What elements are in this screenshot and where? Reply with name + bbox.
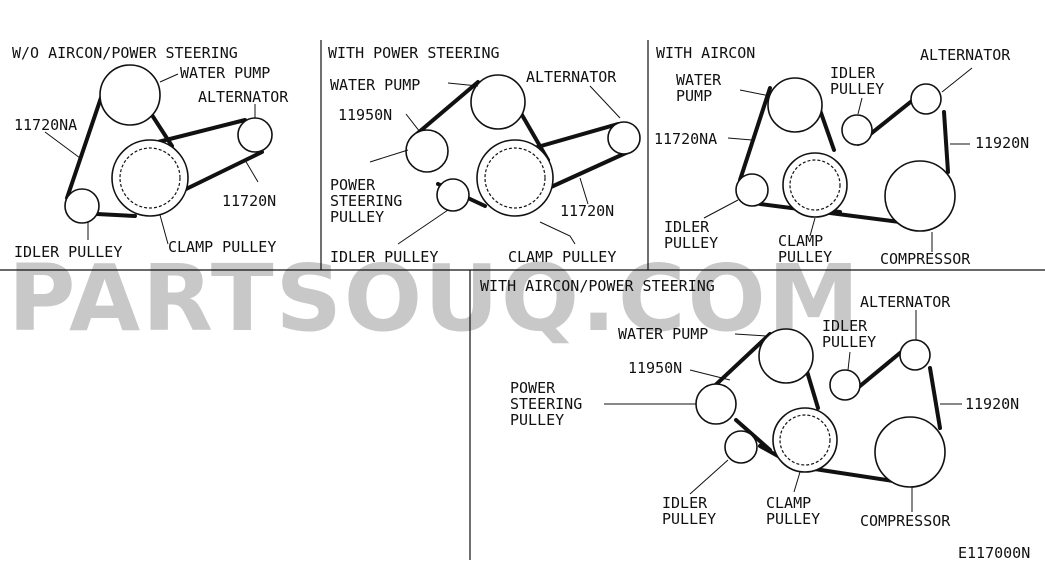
drive-belt	[738, 86, 950, 224]
panel-with-aircon: WITH AIRCON WATER PUMP IDLER PULLEY ALTE…	[654, 44, 1029, 268]
power-steering-pulley	[405, 129, 449, 173]
label-water-line1: WATER	[676, 71, 722, 89]
water-pump-pulley	[767, 77, 823, 133]
label-clamp-line2: PULLEY	[778, 248, 832, 266]
label-idler-upper-line2: PULLEY	[822, 333, 876, 351]
label-belt-b: 11720N	[560, 202, 614, 220]
panel-title: W/O AIRCON/POWER STEERING	[12, 44, 238, 62]
label-compressor: COMPRESSOR	[860, 512, 951, 530]
label-water-pump: WATER PUMP	[330, 76, 420, 94]
label-belt-a: 11950N	[628, 359, 682, 377]
clamp-pulley	[782, 152, 848, 218]
watermark: PARTSOUQ.COM	[8, 245, 861, 352]
water-pump-pulley	[470, 74, 526, 130]
alternator-pulley	[237, 117, 273, 153]
alternator-pulley	[899, 339, 931, 371]
power-steering-pulley	[695, 383, 737, 425]
alternator-pulley	[910, 83, 942, 115]
label-clamp-line1: CLAMP	[778, 232, 823, 250]
clamp-pulley-inner	[484, 147, 546, 209]
label-belt-a: 11720NA	[654, 130, 717, 148]
panel-with-ps: WITH POWER STEERING WATER PUMP ALTERNATO…	[328, 44, 641, 266]
leader-lines	[44, 73, 259, 245]
drive-belt	[65, 78, 264, 218]
clamp-pulley-inner	[119, 147, 181, 209]
panel-with-aircon-ps: WITH AIRCON/POWER STEERING WATER PUMP ID…	[480, 277, 1019, 530]
clamp-pulley-inner	[779, 414, 831, 466]
idler-pulley-lower	[724, 430, 758, 464]
panel-title: WITH AIRCON	[656, 44, 755, 62]
leader-lines	[604, 310, 962, 512]
label-belt-a: 11720NA	[14, 116, 77, 134]
panel-wo-aircon-ps: W/O AIRCON/POWER STEERING WATER PUMP ALT…	[12, 44, 289, 261]
label-alternator: ALTERNATOR	[920, 46, 1011, 64]
label-belt-b: 11720N	[222, 192, 276, 210]
panel-title: WITH POWER STEERING	[328, 44, 500, 62]
drive-belt	[410, 80, 630, 208]
label-ps-line2: STEERING	[330, 192, 402, 210]
label-water-line2: PUMP	[676, 87, 712, 105]
clamp-pulley-inner	[789, 159, 841, 211]
idler-pulley	[64, 188, 100, 224]
label-clamp: CLAMP PULLEY	[508, 248, 616, 266]
water-pump-pulley	[758, 328, 814, 384]
label-ps-line1: POWER	[510, 379, 556, 397]
clamp-pulley	[476, 139, 554, 217]
figure-code: E117000N	[958, 544, 1030, 562]
label-idler-upper-line2: PULLEY	[830, 80, 884, 98]
label-idler: IDLER PULLEY	[14, 243, 122, 261]
label-water-pump: WATER PUMP	[618, 325, 708, 343]
label-belt-a: 11950N	[338, 106, 392, 124]
label-idler-line2: PULLEY	[662, 510, 716, 528]
label-alternator: ALTERNATOR	[198, 88, 289, 106]
label-water-pump: WATER PUMP	[180, 64, 270, 82]
label-idler-line1: IDLER	[662, 494, 708, 512]
label-alternator: ALTERNATOR	[860, 293, 951, 311]
label-belt-b: 11920N	[975, 134, 1029, 152]
label-idler-line2: PULLEY	[664, 234, 718, 252]
label-clamp: CLAMP PULLEY	[168, 238, 276, 256]
compressor-pulley	[874, 416, 946, 488]
label-compressor: COMPRESSOR	[880, 250, 971, 268]
clamp-pulley	[111, 139, 189, 217]
label-ps-line1: POWER	[330, 176, 376, 194]
idler-pulley-lower	[735, 173, 769, 207]
idler-pulley-upper	[841, 114, 873, 146]
idler-pulley-upper	[829, 369, 861, 401]
idler-pulley	[436, 178, 470, 212]
label-idler-line1: IDLER	[664, 218, 710, 236]
alternator-pulley	[607, 121, 641, 155]
leader-lines	[703, 67, 973, 252]
label-ps-line3: PULLEY	[330, 208, 384, 226]
label-idler-upper-line1: IDLER	[822, 317, 868, 335]
label-ps-line2: STEERING	[510, 395, 582, 413]
label-ps-line3: PULLEY	[510, 411, 564, 429]
label-idler-upper-line1: IDLER	[830, 64, 876, 82]
leader-lines	[369, 82, 621, 245]
label-belt-b: 11920N	[965, 395, 1019, 413]
label-idler: IDLER PULLEY	[330, 248, 438, 266]
water-pump-pulley	[99, 64, 161, 126]
compressor-pulley	[884, 160, 956, 232]
label-clamp-line2: PULLEY	[766, 510, 820, 528]
panel-title: WITH AIRCON/POWER STEERING	[480, 277, 715, 295]
label-alternator: ALTERNATOR	[526, 68, 617, 86]
label-clamp-line1: CLAMP	[766, 494, 811, 512]
clamp-pulley	[772, 407, 838, 473]
